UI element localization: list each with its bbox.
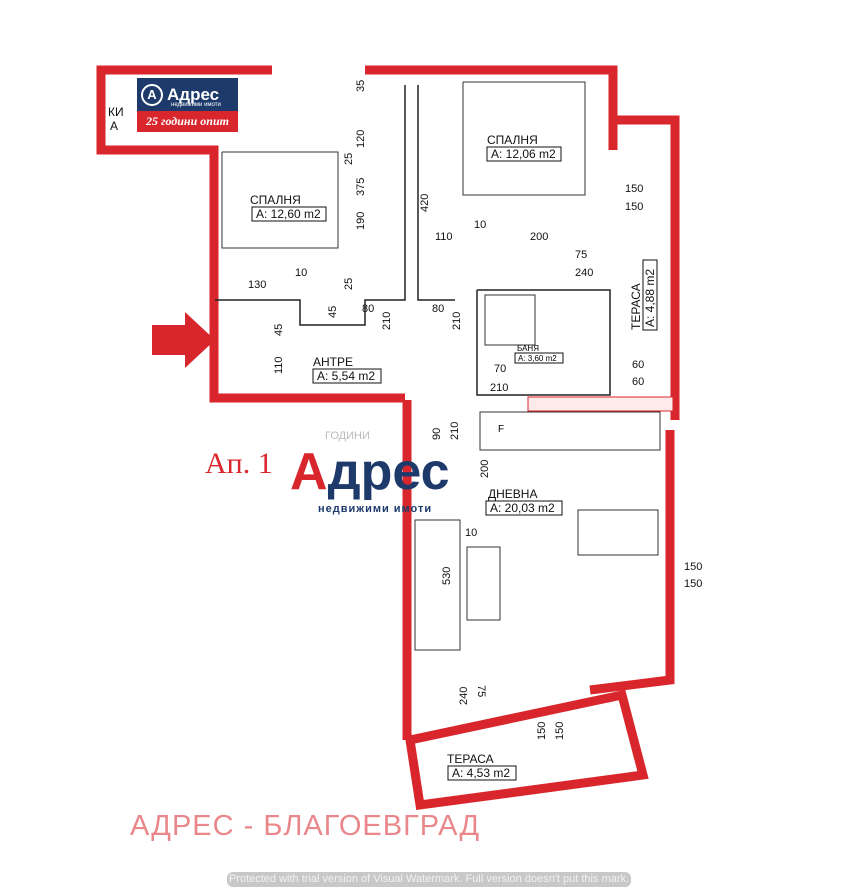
svg-text:530: 530 <box>441 567 453 585</box>
svg-text:150: 150 <box>554 722 566 740</box>
sofa <box>414 519 461 651</box>
svg-text:210: 210 <box>490 382 508 394</box>
svg-text:10: 10 <box>474 219 486 231</box>
svg-text:60: 60 <box>632 376 644 388</box>
svg-text:80: 80 <box>362 303 374 315</box>
svg-text:240: 240 <box>458 687 470 705</box>
room-area: A: 12,06 m2 <box>491 147 556 161</box>
shower <box>484 294 536 346</box>
svg-text:45: 45 <box>273 324 285 336</box>
kitchen-counter <box>479 411 661 451</box>
svg-text:25: 25 <box>343 153 355 165</box>
svg-text:150: 150 <box>536 722 548 740</box>
room-name: СПАЛНЯ <box>487 133 538 147</box>
room-name: АНТРЕ <box>313 355 353 369</box>
svg-text:210: 210 <box>381 312 393 330</box>
logo-tagline: 25 години опит <box>137 111 238 132</box>
room-name: БАНЯ <box>517 344 539 353</box>
svg-text:375: 375 <box>355 178 367 196</box>
room-area: A: 20,03 m2 <box>490 501 555 515</box>
svg-text:10: 10 <box>465 527 477 539</box>
svg-text:150: 150 <box>684 561 702 573</box>
bath-walls <box>476 289 611 396</box>
svg-text:200: 200 <box>479 460 491 478</box>
svg-text:80: 80 <box>432 303 444 315</box>
room-area: A: 12,60 m2 <box>256 207 321 221</box>
watermark-years: ГОДИНИ <box>325 430 370 442</box>
svg-text:60: 60 <box>632 359 644 371</box>
svg-text:110: 110 <box>435 231 453 243</box>
inner-walls <box>215 85 406 326</box>
room-name: ТЕРАСА <box>629 283 643 330</box>
fridge-label: F <box>498 424 504 435</box>
room-name: ДНЕВНА <box>488 487 537 501</box>
logo-brand: Адрес <box>167 84 220 104</box>
room-name: ТЕРАСА <box>447 752 494 766</box>
coffee-table <box>466 546 501 621</box>
svg-text:10: 10 <box>295 267 307 279</box>
wall-top-left <box>96 65 405 403</box>
svg-text:200: 200 <box>530 231 548 243</box>
svg-text:150: 150 <box>625 201 643 213</box>
svg-text:70: 70 <box>494 363 506 375</box>
bed1-outline <box>221 151 339 249</box>
svg-text:150: 150 <box>625 183 643 195</box>
svg-text:35: 35 <box>355 80 367 92</box>
room-area: А <box>110 119 118 133</box>
svg-text:45: 45 <box>327 306 339 318</box>
room-area: A: 4,88 m2 <box>643 269 657 327</box>
room-name: КИ <box>108 105 124 119</box>
svg-text:120: 120 <box>355 130 367 148</box>
wall-terrace-right <box>613 115 680 420</box>
room-name: СПАЛНЯ <box>250 193 301 207</box>
svg-text:90: 90 <box>431 428 443 440</box>
svg-text:150: 150 <box>684 578 702 590</box>
svg-text:25: 25 <box>343 278 355 290</box>
svg-text:75: 75 <box>475 685 487 697</box>
dining-table <box>577 509 659 556</box>
city-watermark: АДРЕС - БЛАГОЕВГРАД <box>130 810 481 842</box>
entrance-arrow-icon <box>152 312 215 368</box>
room-area: A: 5,54 m2 <box>317 369 375 383</box>
svg-text:210: 210 <box>451 312 463 330</box>
logo-a-icon: A <box>141 83 163 106</box>
svg-text:190: 190 <box>355 212 367 230</box>
dimension-labels: 35 120 25 375 190 25 420 10 110 200 130 … <box>248 80 702 740</box>
svg-text:110: 110 <box>273 356 285 374</box>
watermark-brand: Адрес <box>290 443 450 501</box>
svg-text:420: 420 <box>419 194 431 212</box>
logo-subtitle: недвижими имоти <box>171 102 221 108</box>
watermark-subtitle: недвижими имоти <box>318 503 433 515</box>
svg-text:240: 240 <box>575 267 593 279</box>
inner-walls <box>417 85 455 301</box>
wall-terrace-bottom <box>404 689 649 811</box>
bed2-outline <box>462 81 586 196</box>
wall-living-right <box>589 430 675 695</box>
wall-entry <box>212 365 218 400</box>
svg-text:210: 210 <box>449 422 461 440</box>
trial-watermark: Protected with trial version of Visual W… <box>227 872 631 887</box>
room-area: A: 3,60 m2 <box>518 354 557 363</box>
svg-text:130: 130 <box>248 279 266 291</box>
terrace-rail <box>527 396 674 412</box>
svg-text:75: 75 <box>575 249 587 261</box>
apartment-label: Ап. 1 <box>205 447 273 480</box>
room-area: A: 4,53 m2 <box>452 766 510 780</box>
